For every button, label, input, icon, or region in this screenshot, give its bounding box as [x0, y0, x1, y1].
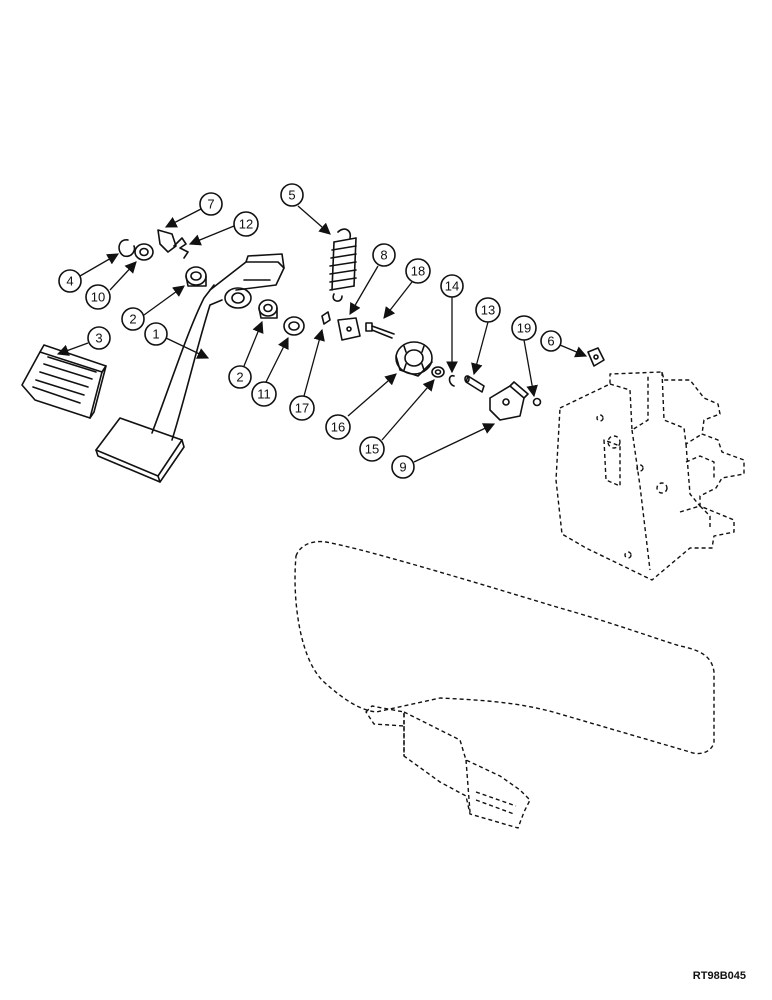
- callout-7: 7: [199, 192, 223, 216]
- spring-clip-part: [173, 237, 189, 259]
- callout-12: 12: [233, 211, 259, 237]
- callout-16: 16: [325, 414, 351, 440]
- mounting-bracket-outline: [555, 371, 745, 581]
- callout-11: 11: [251, 381, 277, 407]
- return-spring-part: [329, 228, 357, 302]
- callout-1: 1: [144, 322, 168, 346]
- svg-text:15: 15: [365, 442, 379, 457]
- svg-text:11: 11: [257, 387, 271, 402]
- bushing-part: [258, 299, 278, 319]
- svg-text:1: 1: [152, 327, 159, 342]
- pedal-pad-part: [21, 344, 107, 419]
- svg-text:2: 2: [129, 312, 136, 327]
- callout-15: 15: [359, 436, 385, 462]
- switch-part: [489, 381, 529, 421]
- retaining-clip-part: [448, 374, 455, 387]
- svg-text:9: 9: [399, 460, 406, 475]
- bolt-part: [365, 322, 395, 339]
- svg-text:7: 7: [207, 197, 214, 212]
- svg-text:17: 17: [295, 401, 309, 416]
- svg-text:13: 13: [481, 303, 495, 318]
- drawing-code-label: RT98B045: [692, 970, 746, 982]
- svg-text:4: 4: [66, 274, 73, 289]
- small-clip-part: [321, 311, 331, 325]
- bushing-part: [185, 266, 207, 287]
- callout-2b: 2: [228, 365, 252, 389]
- callout-9: 9: [391, 455, 415, 479]
- svg-text:2: 2: [236, 370, 243, 385]
- svg-text:19: 19: [517, 321, 531, 336]
- svg-text:5: 5: [288, 188, 295, 203]
- callout-14: 14: [440, 274, 464, 298]
- mounting-plate-part: [337, 317, 361, 341]
- svg-text:14: 14: [445, 279, 459, 294]
- pin-part: [464, 375, 485, 393]
- svg-text:16: 16: [331, 420, 345, 435]
- callout-5: 5: [280, 183, 304, 207]
- svg-text:10: 10: [91, 290, 105, 305]
- connector-part: [587, 347, 605, 367]
- pedal-arm-part: [95, 253, 285, 483]
- link-part: [157, 229, 177, 253]
- svg-text:3: 3: [95, 331, 102, 346]
- linkage-cable-outline: [294, 540, 715, 755]
- washer-part: [283, 316, 305, 336]
- svg-text:6: 6: [547, 334, 554, 349]
- nut-part: [532, 397, 542, 407]
- switch-housing-part: [395, 341, 433, 377]
- callout-6: 6: [540, 330, 562, 352]
- callout-4: 4: [58, 269, 82, 293]
- callout-13: 13: [475, 297, 501, 323]
- callout-17: 17: [289, 395, 315, 421]
- callout-19: 19: [511, 315, 537, 341]
- svg-text:12: 12: [239, 217, 253, 232]
- washer-part: [431, 366, 445, 378]
- leader-lines: [56, 205, 588, 463]
- svg-text:18: 18: [411, 264, 425, 279]
- master-cylinder-outline: [365, 705, 531, 829]
- callout-2a: 2: [121, 307, 145, 331]
- callout-8: 8: [372, 243, 396, 267]
- callout-10: 10: [85, 284, 111, 310]
- washer-part: [134, 243, 154, 261]
- svg-text:8: 8: [380, 248, 387, 263]
- retaining-clip-part: [118, 239, 136, 258]
- callout-3: 3: [87, 326, 111, 350]
- callout-18: 18: [405, 258, 431, 284]
